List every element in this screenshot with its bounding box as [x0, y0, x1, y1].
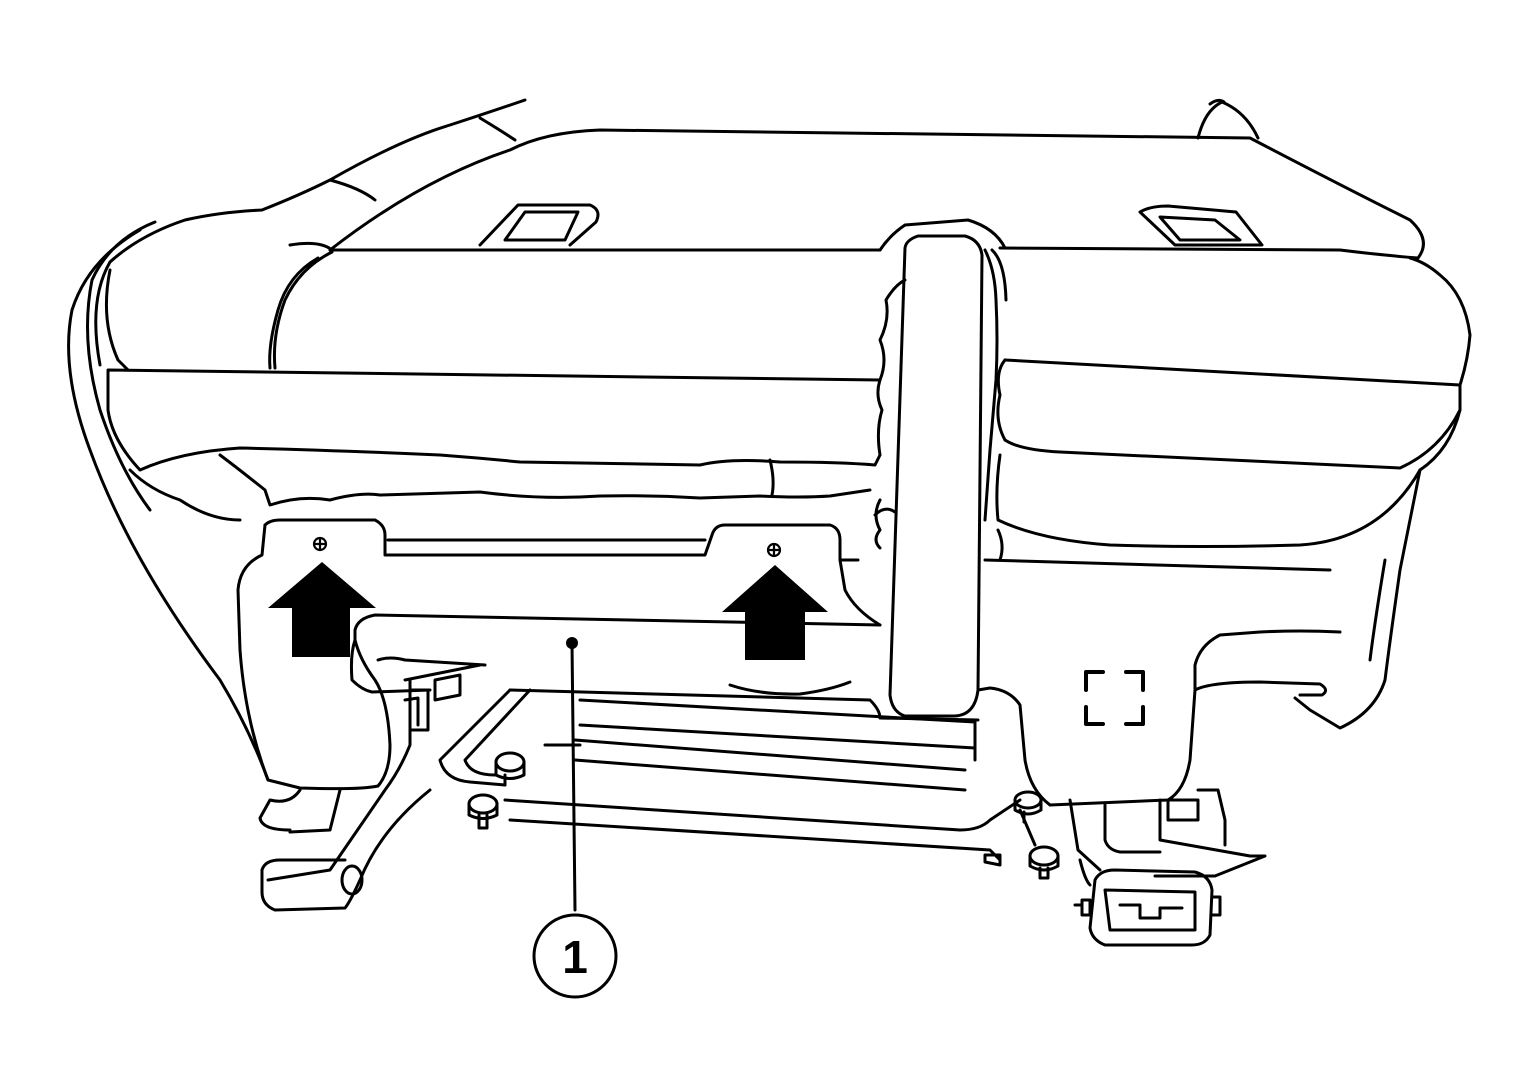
callout-1: 1 [532, 637, 618, 999]
left-leg [258, 663, 482, 912]
bolt-3 [1013, 790, 1043, 824]
up-arrow-icon [722, 565, 828, 660]
hook-slot-right [1138, 204, 1264, 247]
latch-buckle [1073, 868, 1222, 947]
vertical-belt [873, 234, 1008, 718]
left-fabric-edge [67, 98, 527, 782]
bolt-1 [494, 751, 526, 787]
right-frame [976, 468, 1422, 807]
viewpoint-bracket-icon [1084, 670, 1145, 726]
cushion-underside [128, 453, 1422, 562]
screw-right [766, 542, 782, 558]
up-arrow-icon [268, 562, 376, 657]
callout-1-circle [532, 913, 618, 999]
cushion-front-face [106, 218, 1472, 472]
seat-rails [438, 680, 1022, 862]
bolt-2 [467, 793, 499, 830]
bolt-4 [1028, 845, 1060, 880]
callout-1-label: 1 [562, 931, 588, 983]
screw-left [312, 536, 328, 552]
cushion-top [328, 98, 1425, 260]
hook-slot-left [478, 203, 600, 247]
seat-frame [236, 518, 882, 791]
